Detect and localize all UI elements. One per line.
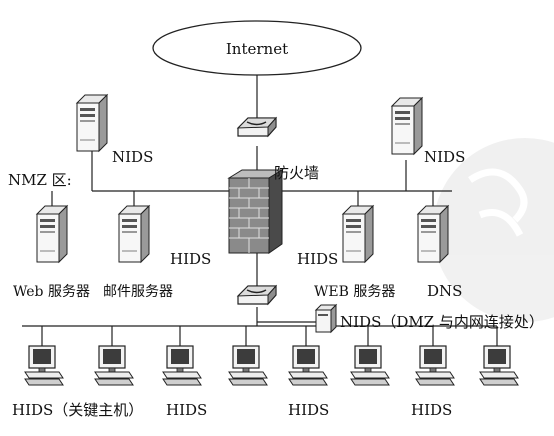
web-server-label: Web 服务器 xyxy=(13,284,90,300)
web2-server-icon xyxy=(342,205,374,263)
host-pc-6-icon xyxy=(350,345,390,386)
host-pc-7-icon xyxy=(415,345,455,386)
host-pc-5-icon xyxy=(288,345,328,386)
nids-right-server-icon xyxy=(391,97,423,155)
host-pc-2-icon xyxy=(94,345,134,386)
hids-web2-label: HIDS xyxy=(297,250,338,268)
mail-server-icon xyxy=(118,205,150,263)
mail-server-label: 邮件服务器 xyxy=(103,284,173,300)
firewall-label: 防火墙 xyxy=(274,164,319,182)
dns-server-label: DNS xyxy=(427,282,462,300)
nmz-zone-label: NMZ 区: xyxy=(8,171,72,189)
watermark-seal xyxy=(433,138,554,322)
nids-left-label: NIDS xyxy=(112,148,153,166)
internet-cloud: Internet xyxy=(152,20,362,76)
web-server-icon xyxy=(36,205,68,263)
internet-label: Internet xyxy=(226,40,288,58)
host-pc-1-icon xyxy=(24,345,64,386)
web2-server-label: WEB 服务器 xyxy=(314,284,395,300)
nids-dmz-server-icon xyxy=(315,304,337,333)
nids-left-server-icon xyxy=(76,94,108,152)
router-internal-icon xyxy=(237,285,277,305)
nids-dmz-label: NIDS（DMZ 与内网连接处） xyxy=(340,313,544,331)
host-pc-8-icon xyxy=(479,345,519,386)
hids-pc3-label: HIDS xyxy=(166,401,207,419)
hids-mail-label: HIDS xyxy=(170,250,211,268)
firewall-icon xyxy=(227,169,284,254)
hids-key-host-label: HIDS（关键主机） xyxy=(12,401,143,419)
host-pc-3-icon xyxy=(162,345,202,386)
nids-right-label: NIDS xyxy=(424,148,465,166)
dns-server-icon xyxy=(417,205,449,263)
hids-pc7-label: HIDS xyxy=(411,401,452,419)
hids-pc5-label: HIDS xyxy=(288,401,329,419)
router-top-icon xyxy=(237,117,277,137)
host-pc-4-icon xyxy=(228,345,268,386)
